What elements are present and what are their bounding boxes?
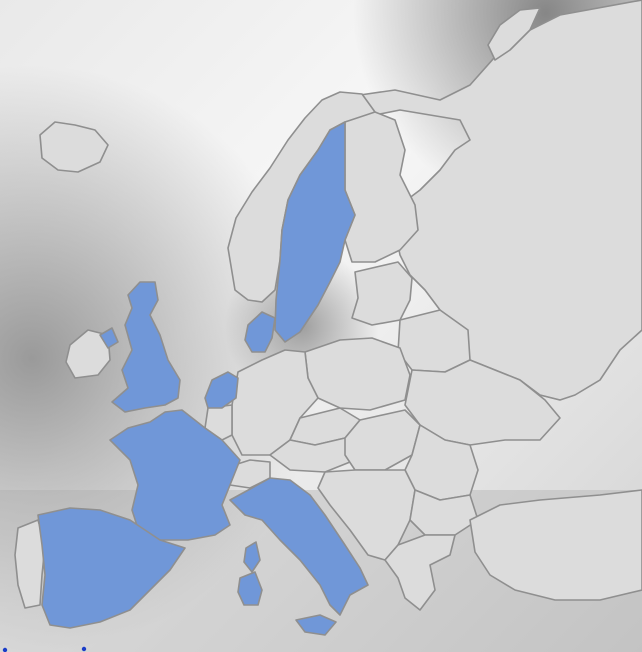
country-northern-ireland [99,327,119,349]
island-sardinia [237,571,263,606]
country-poland [304,337,411,411]
island-novaya-zemlya [487,7,541,61]
country-iceland [39,121,109,173]
country-greece [384,534,456,611]
country-italy [229,477,369,616]
country-netherlands [204,371,239,409]
country-ireland [65,329,111,379]
country-sweden [274,121,356,343]
island-corsica [243,541,261,573]
country-spain [37,507,186,629]
country-united-kingdom [111,281,181,413]
country-turkey [469,489,642,601]
internal-borders [409,274,561,401]
island-sicily [295,614,337,636]
country-denmark [244,311,276,353]
country-belgium [204,404,233,441]
corner-mark [2,646,87,652]
country-baltic-states [351,261,413,326]
highlighted-countries [37,121,369,636]
country-bulgaria [409,489,479,536]
country-france [109,409,241,541]
gray-landmass [14,0,642,611]
